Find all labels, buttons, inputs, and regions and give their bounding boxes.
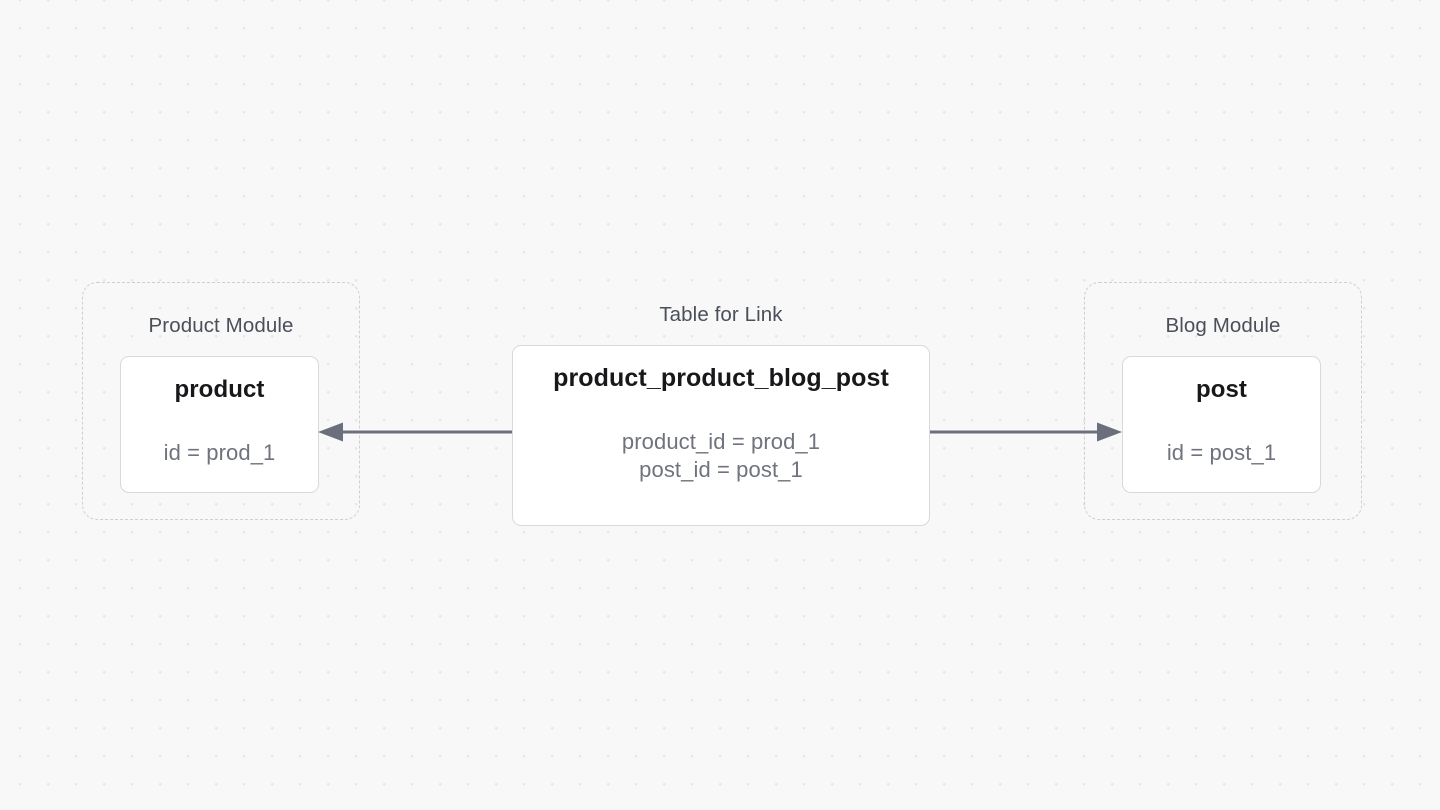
link-table-label: Table for Link [659, 303, 783, 326]
link-table-node[interactable]: product_product_blog_post product_id = p… [512, 345, 930, 526]
edge-link-to-post-arrowhead-icon [1097, 422, 1122, 442]
entity-node-post-title: post [1195, 376, 1248, 403]
link-table-title: product_product_blog_post [553, 364, 889, 392]
entity-node-product[interactable]: product id = prod_1 [120, 356, 319, 493]
edge-link-to-product-arrowhead-icon [318, 422, 343, 442]
entity-node-post[interactable]: post id = post_1 [1122, 356, 1321, 493]
link-table-fields: product_id = prod_1 post_id = post_1 [622, 428, 820, 484]
module-group-blog[interactable] [1084, 282, 1362, 520]
link-table-field-product-id: product_id = prod_1 [621, 429, 821, 454]
module-label-blog: Blog Module [1165, 314, 1281, 337]
module-label-product: Product Module [148, 314, 294, 337]
entity-node-post-id: id = post_1 [1166, 440, 1277, 465]
entity-node-product-title: product [174, 376, 265, 403]
edge-link-to-post[interactable] [928, 418, 1124, 446]
entity-node-product-id: id = prod_1 [163, 440, 276, 465]
edge-link-to-product[interactable] [316, 418, 516, 446]
module-group-product[interactable] [82, 282, 360, 520]
link-table-field-post-id: post_id = post_1 [639, 457, 803, 482]
